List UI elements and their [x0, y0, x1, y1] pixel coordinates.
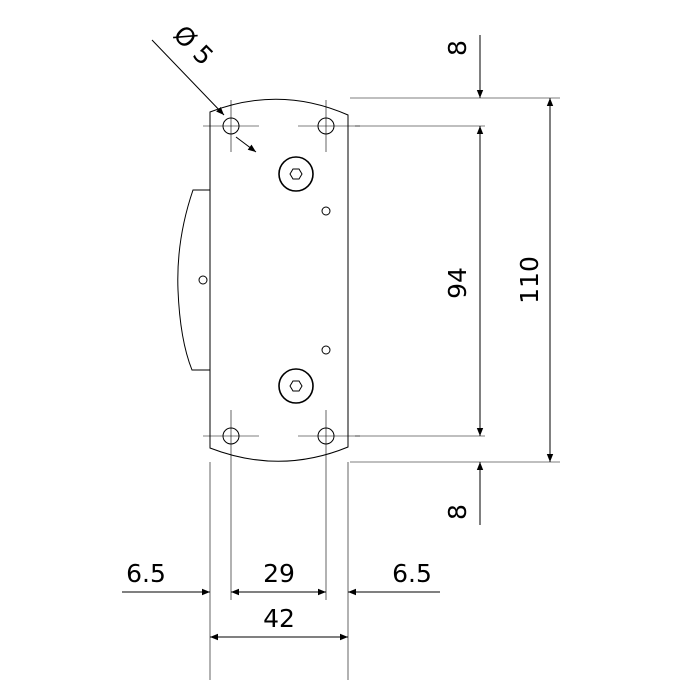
hex-socket-icon: [289, 380, 303, 392]
small-hole: [321, 345, 331, 355]
extension-lines: [209, 445, 349, 680]
dim-total-width: 42: [263, 604, 295, 633]
dim-left-offset: 6.5: [126, 559, 166, 588]
tab-hole: [198, 275, 208, 285]
dim-total-height: 110: [515, 256, 544, 304]
hex-bolts: [278, 156, 331, 404]
small-hole: [321, 206, 331, 216]
dim-top-offset: 8: [443, 40, 472, 56]
hex-socket-icon: [289, 168, 303, 180]
mounting-holes: [203, 100, 360, 445]
dim-right-offset: 6.5: [392, 559, 432, 588]
part-body: [177, 98, 349, 462]
bolt-head: [278, 368, 314, 404]
side-tab: [177, 189, 210, 371]
dim-hole-spacing-vertical: 94: [443, 267, 472, 299]
bolt-head: [278, 156, 314, 192]
dim-bottom-offset: 8: [443, 504, 472, 520]
diameter-callout: Ø 5: [151, 20, 257, 153]
diameter-label: Ø 5: [168, 20, 219, 71]
extension-lines: [350, 97, 560, 463]
centerlines: [203, 100, 360, 445]
horizontal-dimensions: 6.5 29 6.5 42: [122, 445, 440, 680]
dim-hole-spacing-horizontal: 29: [263, 559, 295, 588]
vertical-dimensions: 8 94 8 110: [350, 35, 560, 525]
